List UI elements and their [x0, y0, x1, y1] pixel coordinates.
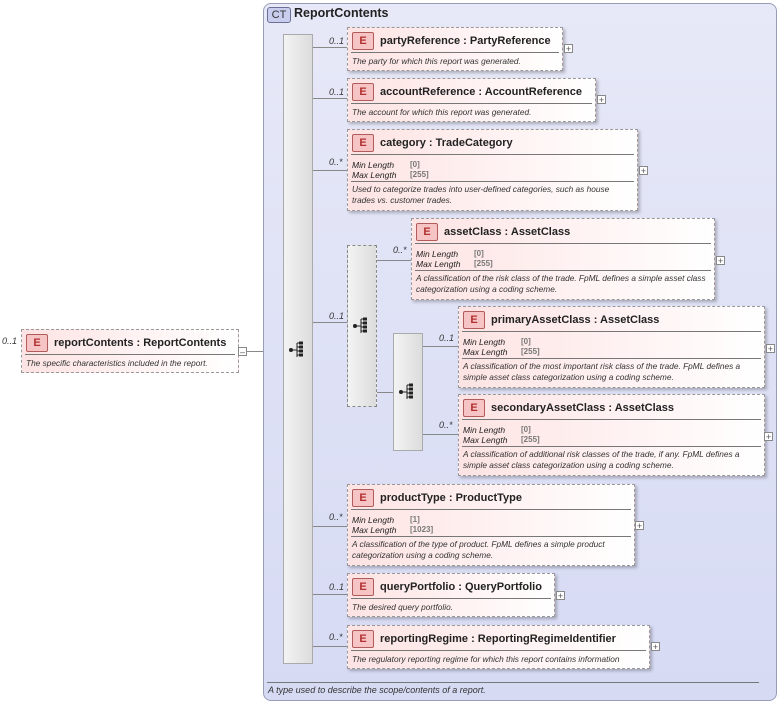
- cardinality-label: 0..1: [439, 333, 455, 343]
- element-badge: E: [352, 630, 374, 648]
- facet-value: [255]: [521, 347, 540, 356]
- element-name: primaryAssetClass : AssetClass: [491, 314, 660, 326]
- element-badge: E: [352, 134, 374, 152]
- cardinality-label: 0..*: [329, 157, 343, 167]
- element-doc: Used to categorize trades into user-defi…: [352, 184, 610, 205]
- expand-toggle[interactable]: +: [639, 166, 648, 176]
- element-name: reportingRegime : ReportingRegimeIdentif…: [380, 633, 616, 645]
- complex-type-doc: A type used to describe the scope/conten…: [268, 685, 486, 695]
- facet-label: Min Length: [463, 425, 506, 435]
- element-name: category : TradeCategory: [380, 137, 513, 149]
- facet-value: [255]: [410, 170, 429, 179]
- cardinality-label: 0..1: [329, 36, 345, 46]
- element-name: accountReference : AccountReference: [380, 86, 582, 98]
- element-badge: E: [416, 223, 438, 241]
- cardinality-label: 0..*: [393, 245, 407, 255]
- cardinality-label: 0..1: [329, 582, 345, 592]
- cardinality-label: 0..1: [329, 87, 345, 97]
- element-name: secondaryAssetClass : AssetClass: [491, 402, 675, 414]
- element-badge: E: [352, 32, 374, 50]
- facet-value: [1023]: [410, 525, 434, 534]
- expand-toggle[interactable]: +: [651, 642, 660, 652]
- facet-value: [255]: [474, 259, 493, 268]
- sequence-compositor: [283, 34, 313, 664]
- facet-label: Max Length: [416, 259, 461, 269]
- expand-toggle[interactable]: +: [716, 256, 725, 266]
- facet-value: [0]: [521, 425, 531, 434]
- element-name: reportContents : ReportContents: [54, 337, 227, 349]
- facet-label: Max Length: [352, 170, 397, 180]
- element-name: partyReference : PartyReference: [380, 35, 551, 47]
- element-badge: E: [26, 334, 48, 352]
- facet-label: Min Length: [352, 515, 395, 525]
- expand-toggle[interactable]: +: [766, 344, 775, 354]
- collapse-toggle[interactable]: –: [238, 347, 247, 357]
- element-doc: A classification of additional risk clas…: [463, 449, 740, 470]
- facet-label: Max Length: [352, 525, 397, 535]
- facet-label: Max Length: [463, 435, 508, 445]
- sequence-icon: [289, 341, 303, 357]
- element-badge: E: [463, 311, 485, 329]
- cardinality-label: 0..*: [439, 420, 453, 430]
- expand-toggle[interactable]: +: [564, 44, 573, 54]
- element-name: queryPortfolio : QueryPortfolio: [380, 581, 542, 593]
- element-badge: E: [352, 489, 374, 507]
- nested-sequence-compositor: [393, 333, 423, 451]
- element-name: assetClass : AssetClass: [444, 226, 571, 238]
- element-doc: The account for which this report was ge…: [352, 107, 532, 117]
- facet-value: [255]: [521, 435, 540, 444]
- cardinality-label: 0..*: [329, 632, 343, 642]
- element-doc: The party for which this report was gene…: [352, 56, 521, 66]
- expand-toggle[interactable]: +: [556, 591, 565, 601]
- cardinality-label: 0..*: [329, 512, 343, 522]
- element-badge: E: [352, 578, 374, 596]
- element-doc: The regulatory reporting regime for whic…: [352, 654, 620, 664]
- element-badge: E: [463, 399, 485, 417]
- facet-label: Min Length: [352, 160, 395, 170]
- expand-toggle[interactable]: +: [597, 95, 606, 105]
- element-doc: The specific characteristics included in…: [26, 358, 208, 368]
- complex-type-badge: CT: [267, 7, 291, 23]
- element-name: productType : ProductType: [380, 492, 522, 504]
- facet-label: Min Length: [416, 249, 459, 259]
- cardinality-label: 0..1: [329, 311, 345, 321]
- element-badge: E: [352, 83, 374, 101]
- element-doc: A classification of the most important r…: [463, 361, 741, 382]
- facet-value: [1]: [410, 515, 420, 524]
- facet-value: [0]: [410, 160, 420, 169]
- choice-compositor: [347, 245, 377, 407]
- facet-label: Min Length: [463, 337, 506, 347]
- element-doc: A classification of the type of product.…: [352, 539, 605, 560]
- choice-icon: [353, 317, 367, 333]
- element-doc: A classification of the risk class of th…: [416, 273, 706, 294]
- element-doc: The desired query portfolio.: [352, 602, 454, 612]
- root-cardinality: 0..1: [2, 336, 18, 346]
- sequence-icon: [399, 383, 413, 399]
- facet-label: Max Length: [463, 347, 508, 357]
- facet-value: [0]: [474, 249, 484, 258]
- expand-toggle[interactable]: +: [635, 521, 644, 531]
- complex-type-title: ReportContents: [294, 6, 389, 20]
- facet-value: [0]: [521, 337, 531, 346]
- expand-toggle[interactable]: +: [764, 432, 773, 442]
